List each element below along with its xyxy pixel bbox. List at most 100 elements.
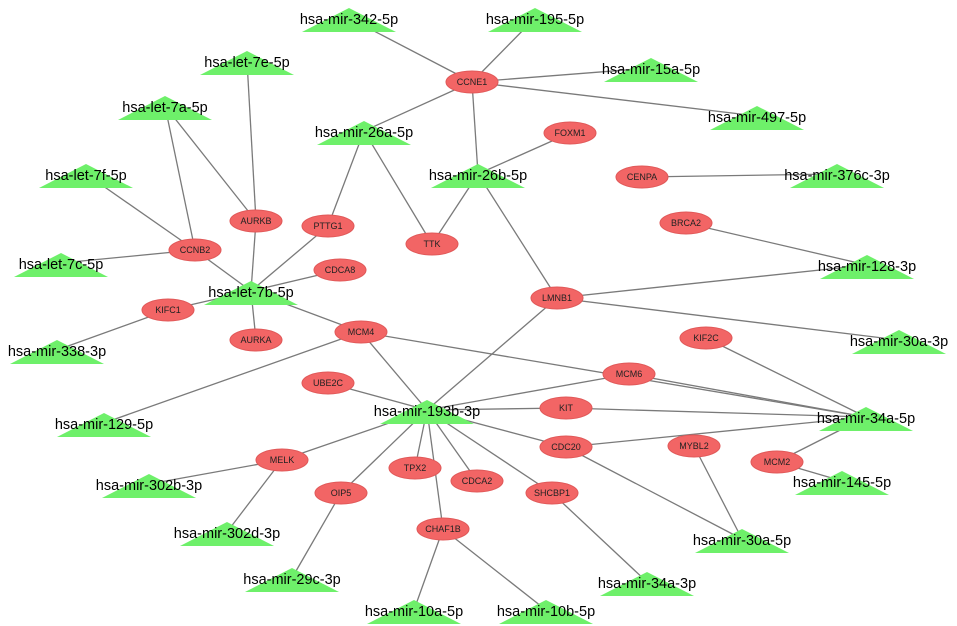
mirna-node-let7f_5p[interactable]: hsa-let-7f-5p: [39, 164, 133, 188]
mirna-node-mir15a_5p[interactable]: hsa-mir-15a-5p: [602, 58, 700, 82]
edge-mir15a_5p-ccne1: [471, 67, 652, 83]
mirna-label: hsa-mir-34a-3p: [598, 576, 696, 592]
gene-node-foxm1[interactable]: FOXM1: [543, 121, 597, 145]
mirna-node-let7a_5p[interactable]: hsa-let-7a-5p: [118, 96, 212, 120]
mirna-triangle: [819, 407, 913, 431]
gene-node-lmnb1[interactable]: LMNB1: [530, 286, 584, 310]
mirna-node-mir26b_5p[interactable]: hsa-mir-26b-5p: [429, 164, 527, 188]
gene-ellipse: [667, 434, 721, 458]
mirna-node-mir302b_3p[interactable]: hsa-mir-302b-3p: [96, 474, 202, 498]
gene-node-tpx2[interactable]: TPX2: [388, 456, 442, 480]
gene-label: BRCA2: [671, 218, 701, 228]
gene-node-kifc1[interactable]: KIFC1: [141, 298, 195, 322]
gene-node-mcm2[interactable]: MCM2: [750, 450, 804, 474]
gene-label: KIF2C: [693, 333, 719, 343]
edge-oip5-mir29c_3p: [291, 492, 342, 579]
mirna-node-mir10a_5p[interactable]: hsa-mir-10a-5p: [365, 600, 463, 624]
edge-mir26a_5p-pttg1: [327, 130, 365, 227]
gene-label: MCM2: [764, 457, 791, 467]
mirna-node-mir342_5p[interactable]: hsa-mir-342-5p: [300, 8, 398, 32]
gene-node-ttk[interactable]: TTK: [405, 232, 459, 256]
gene-node-oip5[interactable]: OIP5: [314, 481, 368, 505]
gene-label: AURKB: [240, 216, 271, 226]
mirna-triangle: [604, 58, 698, 82]
mirna-label: hsa-mir-145-5p: [793, 475, 891, 491]
gene-label: FOXM1: [554, 128, 585, 138]
gene-node-ube2c[interactable]: UBE2C: [301, 371, 355, 395]
mirna-triangle: [852, 330, 946, 354]
mirna-node-mir302d_3p[interactable]: hsa-mir-302d-3p: [174, 522, 280, 546]
mirna-label: hsa-mir-15a-5p: [602, 62, 700, 78]
edge-cdc20-mir30a_5p: [565, 446, 743, 540]
gene-node-cdca2[interactable]: CDCA2: [450, 469, 504, 493]
mirna-node-mir34a_5p[interactable]: hsa-mir-34a-5p: [817, 407, 915, 431]
gene-ellipse: [530, 286, 584, 310]
gene-node-kif2c[interactable]: KIF2C: [679, 326, 733, 350]
gene-ellipse: [525, 481, 579, 505]
gene-node-aurka[interactable]: AURKA: [229, 328, 283, 352]
mirna-triangle: [499, 600, 593, 624]
mirna-triangle: [39, 164, 133, 188]
mirna-triangle: [200, 51, 294, 75]
mirna-node-mir26a_5p[interactable]: hsa-mir-26a-5p: [315, 121, 413, 145]
mirna-node-mir34a_3p[interactable]: hsa-mir-34a-3p: [598, 572, 696, 596]
gene-node-cenpa[interactable]: CENPA: [615, 165, 669, 189]
mirna-label: hsa-mir-193b-3p: [374, 404, 480, 420]
mirna-node-mir193b_3p[interactable]: hsa-mir-193b-3p: [374, 400, 480, 424]
gene-node-cdca8[interactable]: CDCA8: [313, 258, 367, 282]
mirna-node-mir195_5p[interactable]: hsa-mir-195-5p: [486, 8, 584, 32]
edge-melk-mir302d_3p: [226, 459, 283, 533]
mirna-node-mir129_5p[interactable]: hsa-mir-129-5p: [55, 413, 153, 437]
gene-node-kit[interactable]: KIT: [539, 396, 593, 420]
gene-node-shcbp1[interactable]: SHCBP1: [525, 481, 579, 505]
gene-label: CDCA2: [462, 476, 493, 486]
gene-ellipse: [313, 258, 367, 282]
mirna-node-mir145_5p[interactable]: hsa-mir-145-5p: [793, 471, 891, 495]
gene-node-melk[interactable]: MELK: [255, 448, 309, 472]
gene-label: MELK: [270, 455, 295, 465]
edge-mcm4-mir193b_3p: [360, 331, 428, 411]
mirna-label: hsa-mir-376c-3p: [784, 168, 890, 184]
mirna-node-let7e_5p[interactable]: hsa-let-7e-5p: [200, 51, 294, 75]
mirna-label: hsa-let-7c-5p: [19, 257, 104, 273]
mirna-label: hsa-mir-302d-3p: [174, 526, 280, 542]
gene-ellipse: [543, 121, 597, 145]
mirna-node-let7b_5p[interactable]: hsa-let-7b-5p: [204, 281, 298, 305]
gene-node-mybl2[interactable]: MYBL2: [667, 434, 721, 458]
gene-node-mcm6[interactable]: MCM6: [602, 362, 656, 386]
gene-node-chaf1b[interactable]: CHAF1B: [416, 517, 470, 541]
gene-node-aurkb[interactable]: AURKB: [229, 209, 283, 233]
gene-label: SHCBP1: [534, 488, 570, 498]
gene-label: MYBL2: [679, 441, 709, 451]
mirna-node-mir128_3p[interactable]: hsa-mir-128-3p: [818, 255, 916, 279]
gene-node-pttg1[interactable]: PTTG1: [301, 214, 355, 238]
mirna-node-mir10b_5p[interactable]: hsa-mir-10b-5p: [497, 600, 595, 624]
edge-let7a_5p-aurkb: [164, 105, 257, 222]
gene-ellipse: [602, 362, 656, 386]
edge-cenpa-mir376c_3p: [641, 173, 838, 178]
mirna-label: hsa-let-7e-5p: [204, 55, 289, 71]
edge-mir26b_5p-ccne1: [471, 81, 479, 175]
gene-ellipse: [388, 456, 442, 480]
mirna-node-mir30a_5p[interactable]: hsa-mir-30a-5p: [693, 529, 791, 553]
mirna-node-mir338_3p[interactable]: hsa-mir-338-3p: [8, 340, 106, 364]
mirna-triangle: [795, 471, 889, 495]
gene-label: UBE2C: [313, 378, 344, 388]
mirna-node-mir497_5p[interactable]: hsa-mir-497-5p: [708, 106, 806, 130]
edge-chaf1b-mir10a_5p: [413, 528, 444, 611]
mirna-label: hsa-mir-34a-5p: [817, 411, 915, 427]
gene-ellipse: [539, 435, 593, 459]
gene-ellipse: [229, 328, 283, 352]
gene-node-ccne1[interactable]: CCNE1: [445, 70, 499, 94]
gene-ellipse: [301, 214, 355, 238]
mirna-node-mir30a_3p[interactable]: hsa-mir-30a-3p: [850, 330, 948, 354]
gene-node-cdc20[interactable]: CDC20: [539, 435, 593, 459]
gene-node-brca2[interactable]: BRCA2: [659, 211, 713, 235]
mirna-triangle: [245, 568, 339, 592]
mirna-node-mir376c_3p[interactable]: hsa-mir-376c-3p: [784, 164, 890, 188]
gene-node-ccnb2[interactable]: CCNB2: [168, 238, 222, 262]
mirna-node-mir29c_3p[interactable]: hsa-mir-29c-3p: [243, 568, 341, 592]
edge-mcm4-mir129_5p: [103, 331, 362, 424]
mirna-node-let7c_5p[interactable]: hsa-let-7c-5p: [14, 253, 108, 277]
gene-node-mcm4[interactable]: MCM4: [334, 320, 388, 344]
